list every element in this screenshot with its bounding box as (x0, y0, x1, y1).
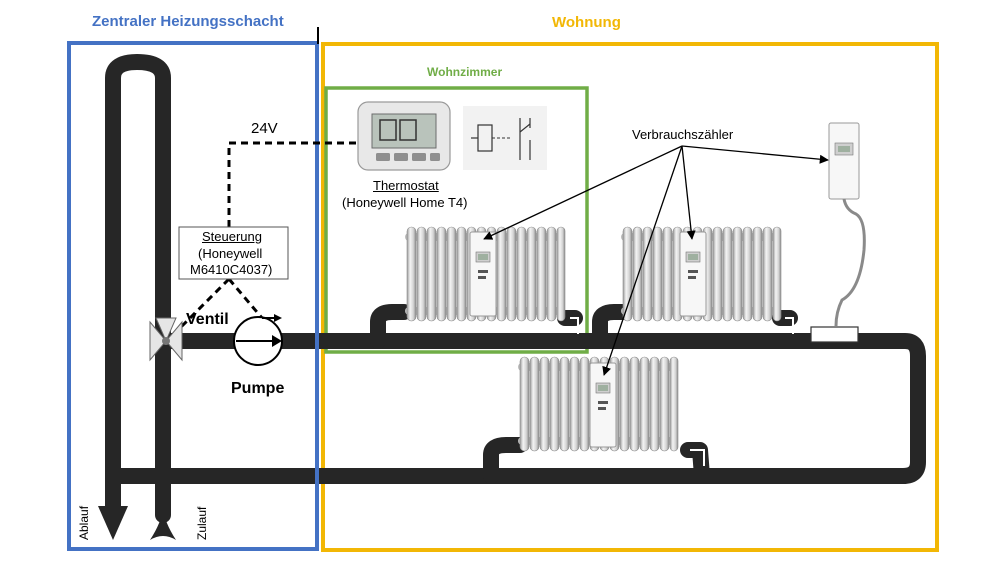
zone-shaft-title: Zentraler Heizungsschacht (92, 13, 284, 30)
valve-label: Ventil (186, 311, 229, 328)
supply-inlet-icon (150, 505, 176, 540)
thermostat-title: Thermostat (373, 178, 439, 193)
zone-living-room-title: Wohnzimmer (427, 65, 503, 79)
supply-pipe-label: Zulauf (195, 506, 209, 540)
wall-meter (810, 122, 866, 343)
pump-label: Pumpe (231, 380, 285, 397)
control-line-2: (Honeywell (198, 246, 263, 261)
thermostat-model: (Honeywell Home T4) (342, 195, 468, 210)
meter-radiator-right (679, 231, 707, 317)
zone-apartment-border (321, 42, 939, 552)
control-line-3: M6410C4037) (190, 262, 273, 277)
zone-living-room-border (324, 86, 589, 354)
return-arrow-icon (98, 506, 128, 540)
zone-shaft-border (67, 41, 319, 551)
meter-pointers (483, 145, 829, 376)
thermostat-display-icon (357, 101, 451, 171)
meter-radiator-living-room (469, 231, 497, 317)
control-title: Steuerung (202, 229, 262, 244)
return-pipe-label: Ablauf (77, 505, 91, 540)
meters-label: Verbrauchszähler (632, 127, 734, 142)
relay-schematic-icon (463, 106, 547, 170)
three-way-valve-icon (149, 317, 183, 362)
voltage-label: 24V (251, 120, 278, 137)
control-box-frame (178, 226, 289, 280)
pump-icon (233, 314, 283, 366)
meter-radiator-lower (589, 362, 617, 448)
zone-apartment-title: Wohnung (552, 14, 621, 31)
flow-arrows (570, 317, 794, 466)
